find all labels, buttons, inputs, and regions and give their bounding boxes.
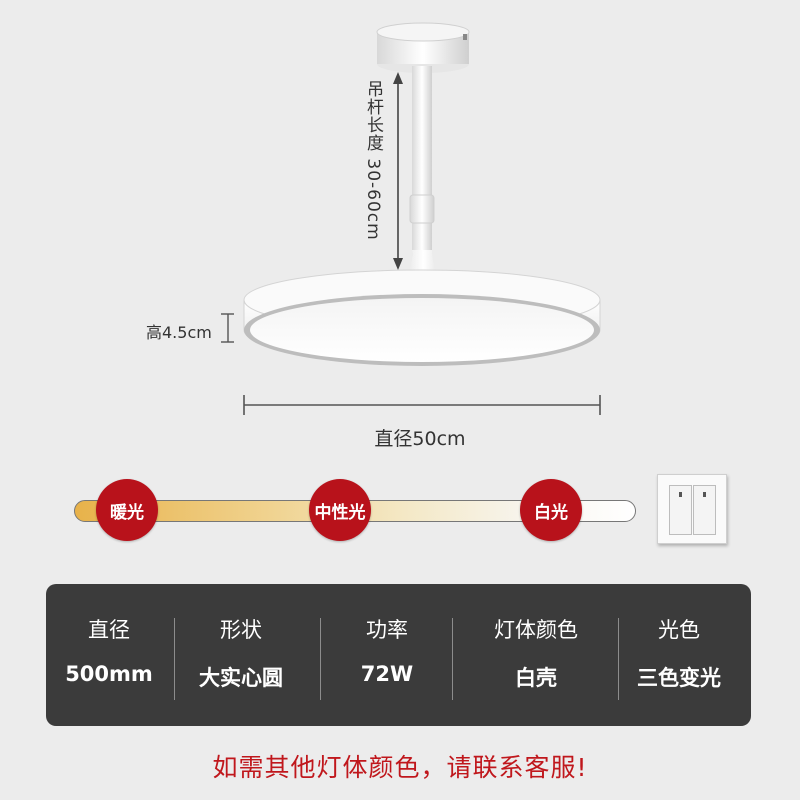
spec-value: 白壳: [515, 666, 557, 690]
suspension-rod: [395, 66, 452, 286]
neutral-light-badge: 中性光: [309, 479, 371, 541]
spec-label: 直径: [88, 618, 130, 642]
spec-label: 功率: [366, 618, 408, 642]
height-dimension: [221, 313, 234, 343]
contact-service-note: 如需其他灯体颜色，请联系客服!: [212, 753, 588, 782]
spec-label: 形状: [220, 618, 262, 642]
warm-light-badge: 暖光: [96, 479, 158, 541]
white-light-badge: 白光: [520, 479, 582, 541]
ceiling-canopy: [376, 22, 470, 73]
spec-label: 光色: [658, 618, 700, 642]
spec-divider: [452, 618, 453, 700]
spec-value: 72W: [360, 662, 414, 686]
spec-divider: [618, 618, 619, 700]
spec-divider: [174, 618, 175, 700]
rod-length-label: 吊杆长度 30-60cm: [363, 80, 383, 241]
spec-power: 功率 72W: [322, 584, 452, 726]
diameter-dimension: [243, 395, 601, 415]
spec-divider: [320, 618, 321, 700]
lamp-disc: [243, 269, 601, 366]
spec-value: 大实心圆: [199, 666, 283, 690]
switch-key-left: [669, 485, 692, 535]
spec-diameter: 直径 500mm: [46, 584, 172, 726]
switch-key-right: [693, 485, 716, 535]
diameter-label: 直径50cm: [374, 428, 466, 450]
spec-shape: 形状 大实心圆: [176, 584, 306, 726]
spec-body-color: 灯体颜色 白壳: [454, 584, 618, 726]
wall-switch-icon: [657, 474, 727, 544]
spec-label: 灯体颜色: [494, 618, 578, 642]
height-label: 高4.5cm: [146, 323, 212, 342]
spec-value: 三色变光: [637, 666, 721, 690]
spec-panel: 直径 500mm 形状 大实心圆 功率 72W 灯体颜色 白壳 光色 三色变光: [46, 584, 751, 726]
ceiling-lamp-illustration: [221, 22, 601, 415]
spec-value: 500mm: [65, 662, 153, 686]
spec-light-color: 光色 三色变光: [620, 584, 738, 726]
rod-length-dimension: [393, 72, 403, 270]
